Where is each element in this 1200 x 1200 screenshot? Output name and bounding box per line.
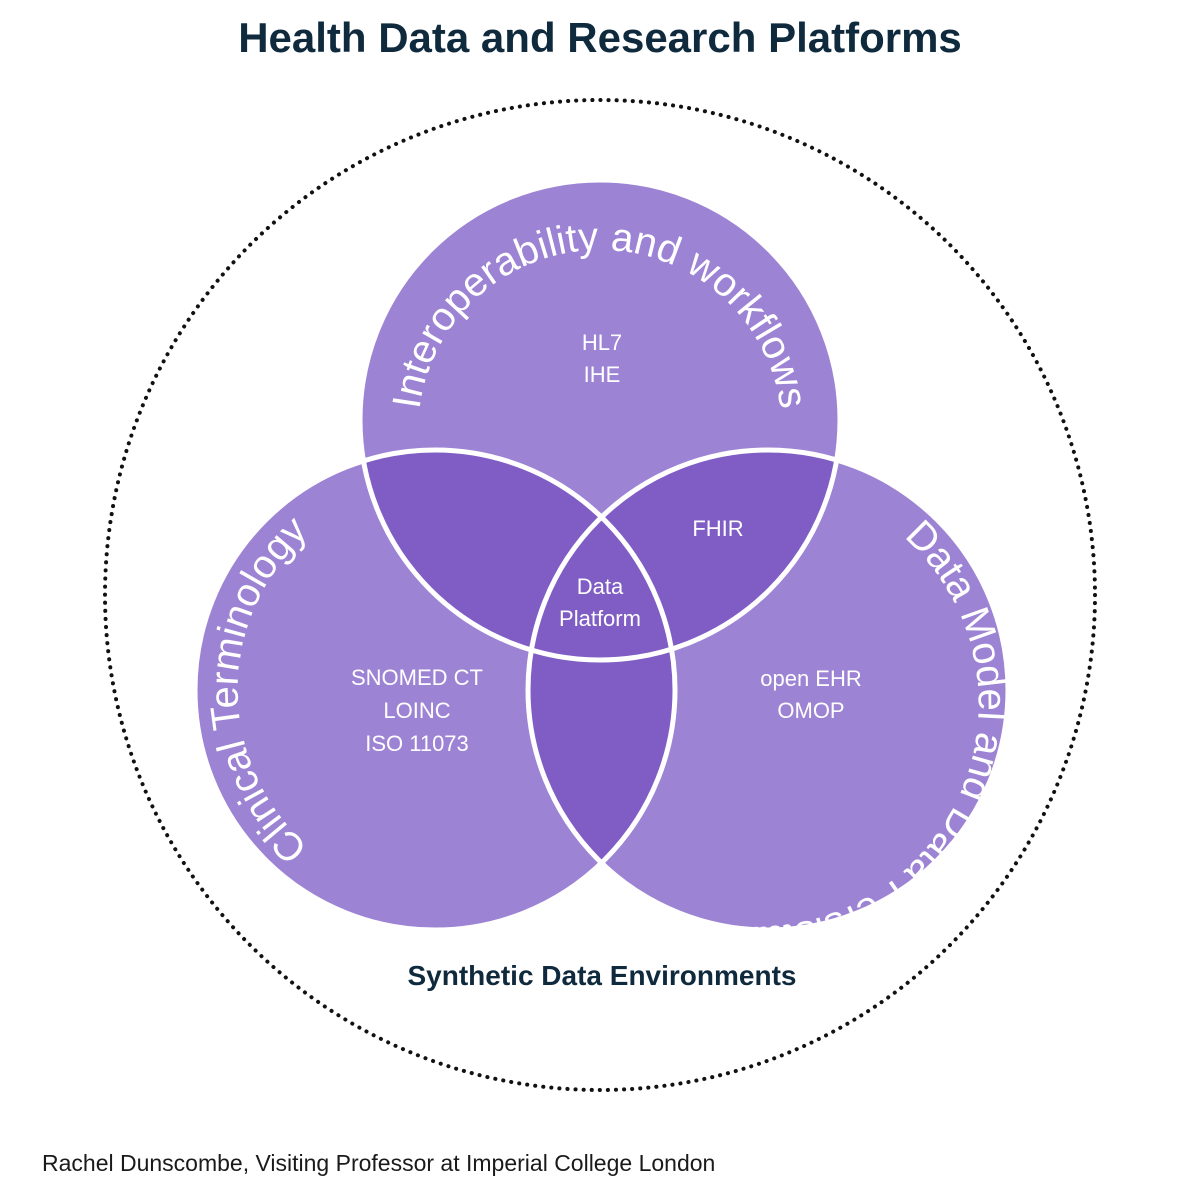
top-item: IHE [584, 362, 621, 387]
credit-text: Rachel Dunscombe, Visiting Professor at … [42, 1150, 716, 1176]
left-item: ISO 11073 [365, 731, 469, 756]
right-item: OMOP [777, 698, 844, 723]
outer-circle-label: Synthetic Data Environments [408, 960, 797, 991]
center-label: Data [577, 574, 624, 599]
right-item: open EHR [760, 666, 862, 691]
outer-dotted-circle [103, 98, 1097, 1092]
overlap-top-right [528, 450, 840, 660]
circle-top-outline [357, 177, 843, 663]
left-item: LOINC [383, 698, 450, 723]
overlap-top-left [360, 450, 675, 660]
circle-right-outline [525, 447, 1011, 933]
center-label: Platform [559, 606, 641, 631]
left-item: SNOMED CT [351, 665, 483, 690]
top-item: HL7 [582, 330, 622, 355]
diagram-title: Health Data and Research Platforms [238, 14, 962, 61]
overlap-top-right-label: FHIR [692, 516, 743, 541]
circle-left-outline [192, 447, 678, 933]
